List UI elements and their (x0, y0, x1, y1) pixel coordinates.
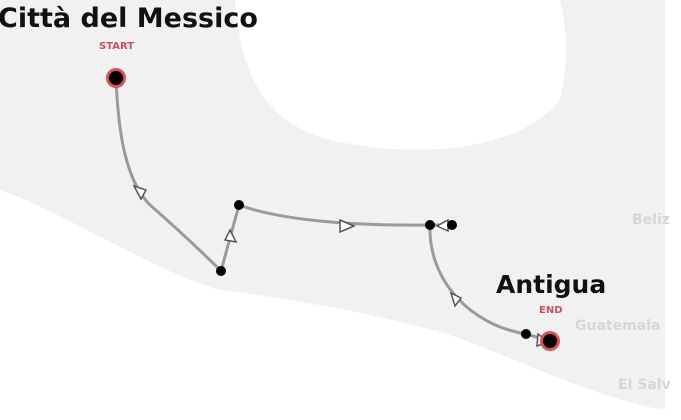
end-city-label: Antigua (496, 270, 607, 299)
direction-arrow-icon (449, 291, 463, 308)
end-marker (543, 334, 557, 348)
country-label: El Salv (618, 377, 671, 393)
stop-marker (447, 220, 457, 230)
start-marker (109, 71, 123, 85)
route-segment (114, 77, 223, 273)
country-label: Guatemala (575, 318, 661, 334)
end-tag: END (539, 305, 563, 316)
direction-arrow-icon (223, 228, 238, 244)
direction-arrow-icon (132, 184, 148, 201)
start-tag: START (99, 41, 135, 52)
stop-marker (425, 220, 435, 230)
stop-marker (521, 329, 531, 339)
stop-marker (216, 266, 226, 276)
start-city-label: Città del Messico (0, 3, 258, 34)
direction-arrow-icon (339, 218, 356, 234)
stop-marker (234, 200, 244, 210)
right-edge (665, 0, 681, 420)
route-segment (238, 203, 431, 227)
land (0, 0, 665, 410)
country-label: Beliz (632, 212, 670, 228)
